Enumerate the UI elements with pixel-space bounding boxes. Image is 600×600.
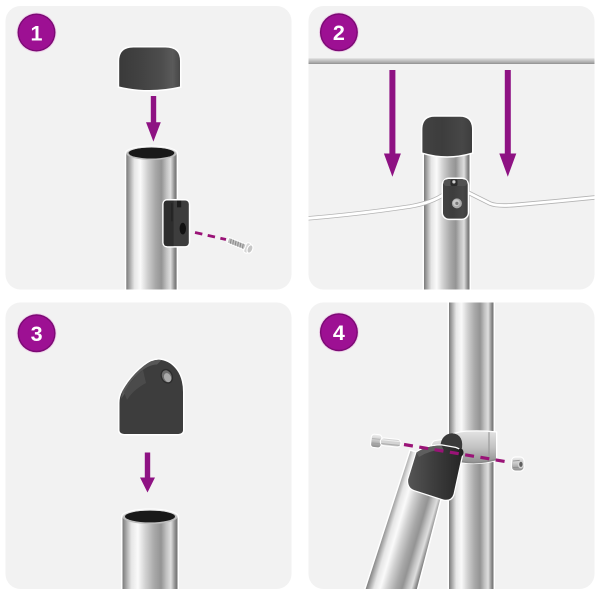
svg-text:4: 4 — [333, 321, 345, 345]
svg-text:3: 3 — [31, 322, 43, 346]
svg-text:1: 1 — [31, 21, 43, 45]
svg-text:2: 2 — [333, 21, 345, 45]
